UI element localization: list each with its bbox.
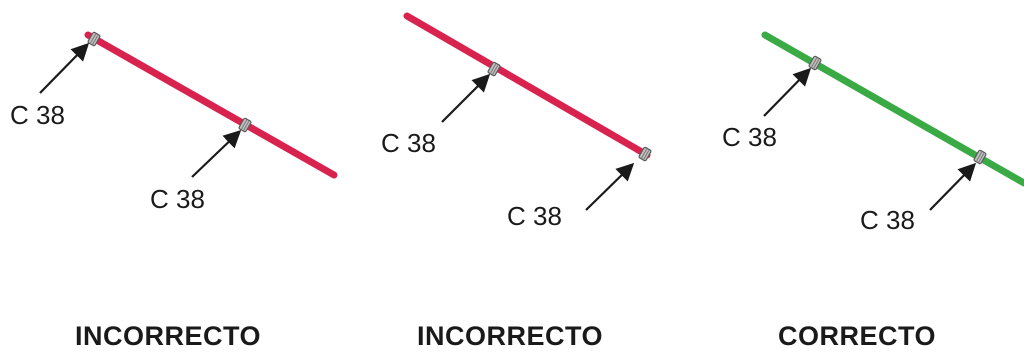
- pointer-arrow: [763, 67, 812, 117]
- clip-marker: [238, 117, 252, 133]
- bar-incorrect: [84, 31, 338, 179]
- verdict-label: INCORRECTO: [417, 321, 603, 351]
- bar-incorrect: [403, 12, 651, 159]
- pointer-arrow: [39, 42, 90, 94]
- panel-2: C 38 C 38 INCORRECTO: [381, 12, 652, 351]
- clip-label: C 38: [381, 128, 436, 158]
- clip-label: C 38: [507, 201, 562, 231]
- clip-label: C 38: [10, 100, 65, 130]
- clip-label: C 38: [860, 205, 915, 235]
- verdict-label: CORRECTO: [778, 321, 936, 351]
- clip-marker: [808, 55, 822, 71]
- panel-3: C 38 C 38 CORRECTO: [722, 31, 1024, 351]
- bar-correct: [761, 31, 1024, 187]
- clip-label: C 38: [722, 122, 777, 152]
- pointer-arrow: [191, 129, 242, 178]
- panel-1: C 38 C 38 INCORRECTO: [10, 31, 338, 351]
- verdict-label: INCORRECTO: [75, 321, 261, 351]
- clip-marker: [638, 146, 652, 162]
- clip-marker: [87, 31, 101, 47]
- pointer-arrow: [929, 162, 977, 211]
- pointer-arrow: [441, 73, 491, 123]
- clip-marker: [487, 61, 501, 77]
- clip-marker: [973, 149, 987, 165]
- clip-label: C 38: [150, 184, 205, 214]
- pointer-arrow: [585, 162, 635, 211]
